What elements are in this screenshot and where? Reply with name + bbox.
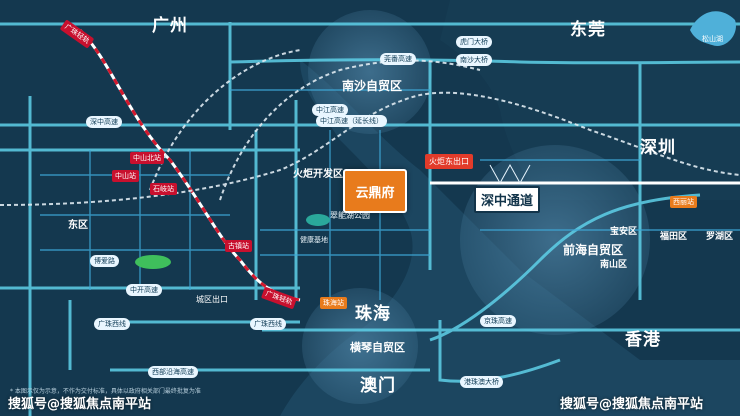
tunnel-label: 深中通道: [474, 186, 541, 213]
road-hzm: 港珠澳大桥: [460, 376, 503, 388]
road-humen-expressway: 莞番高速: [380, 53, 416, 65]
road-shenzhen: 深中高速: [86, 116, 122, 128]
zone-qianhai: 前海自贸区: [563, 243, 624, 257]
label-haohai-park: 翠能湖公园: [330, 211, 370, 220]
road-guangzhu-west: 广珠西线: [94, 318, 130, 330]
project-marker[interactable]: 云鼎府: [343, 169, 407, 213]
road-humen: 虎门大桥: [456, 36, 492, 48]
road-zhongkai: 中开高速: [126, 284, 162, 296]
exit-torch-east: 火炬东出口: [425, 154, 473, 169]
station-guzhen: 古镇站: [225, 240, 252, 252]
nansha-circle: [308, 10, 432, 134]
zone-torch: 火炬开发区: [293, 169, 343, 180]
road-zhongjiang-ext: 中江高速（延长线）: [316, 115, 387, 127]
zone-nansha: 南沙自贸区: [342, 79, 403, 93]
zone-baoan: 宝安区: [610, 227, 638, 237]
station-shiqi: 石岐站: [150, 183, 177, 195]
zone-hengqin: 横琴自贸区: [350, 341, 405, 354]
road-guangzhu-w2: 广珠西线: [250, 318, 286, 330]
station-zhongshan: 中山站: [112, 170, 139, 182]
road-jingzhu: 京珠高速: [480, 315, 516, 327]
road-bo-ai: 博爱路: [90, 255, 119, 267]
road-xibu: 西部沿海高速: [148, 366, 198, 378]
zone-east: 东区: [68, 220, 88, 231]
label-lake: 松山湖: [702, 35, 723, 43]
exit-chengqu: 城区出口: [196, 295, 228, 304]
exit-zhuhai-station: 珠海站: [320, 297, 347, 309]
project-name: 云鼎府: [355, 185, 395, 201]
city-macau: 澳门: [360, 376, 396, 396]
watermark-left: 搜狐号@搜狐焦点南平站: [8, 397, 152, 412]
city-zhuhai: 珠海: [355, 304, 391, 324]
footnote: * 本图示仅为示意，不作为交付标准，具体以政府相关部门最终批复为准: [10, 388, 201, 395]
label-tech-park: 健康基地: [300, 236, 328, 244]
label-xili: 西丽站: [670, 196, 697, 208]
zone-futian: 福田区: [660, 232, 688, 242]
road-zhongjiang: 中江高速: [312, 104, 348, 116]
zone-luohu: 罗湖区: [706, 232, 734, 242]
city-hongkong: 香港: [625, 330, 661, 350]
city-guangzhou: 广州: [152, 16, 188, 36]
station-zhongshan-north: 中山北站: [130, 152, 164, 164]
road-nansha-bridge: 南沙大桥: [456, 54, 492, 66]
city-dongguan: 东莞: [570, 20, 606, 40]
zone-nanshan: 南山区: [600, 260, 628, 270]
watermark-right: 搜狐号@搜狐焦点南平站: [560, 397, 704, 412]
zhuhai-circle: [302, 288, 418, 404]
city-shenzhen: 深圳: [640, 138, 676, 158]
